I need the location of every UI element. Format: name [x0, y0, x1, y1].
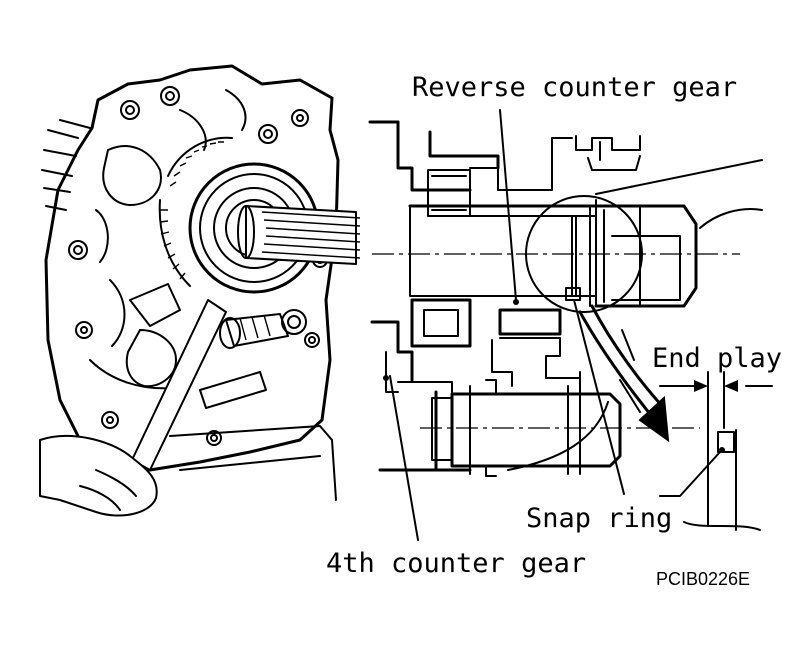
snap-ring-label: Snap ring: [526, 503, 673, 534]
figure-code: PCIB0226E: [656, 569, 751, 589]
reverse-counter-gear-label: Reverse counter gear: [412, 72, 738, 103]
transaxle-case-illustration: [39, 64, 361, 517]
fourth-counter-gear-label: 4th counter gear: [326, 548, 587, 579]
cross-section-diagram: [368, 109, 773, 541]
end-play-label: End play: [652, 343, 783, 374]
